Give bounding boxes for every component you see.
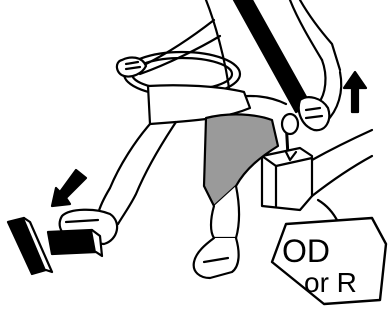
arrow-down-left-icon bbox=[52, 170, 86, 206]
callout-line-2: or R bbox=[304, 267, 357, 298]
shift-console bbox=[262, 130, 372, 210]
arrow-up-icon bbox=[344, 72, 366, 112]
right-foot bbox=[194, 238, 239, 278]
left-shin bbox=[98, 122, 176, 224]
callout-pointer bbox=[318, 200, 338, 222]
accelerator-pedal bbox=[8, 218, 52, 274]
brake-pedal bbox=[48, 230, 102, 256]
callout-line-1: OD bbox=[282, 233, 330, 269]
right-hand bbox=[299, 97, 329, 130]
